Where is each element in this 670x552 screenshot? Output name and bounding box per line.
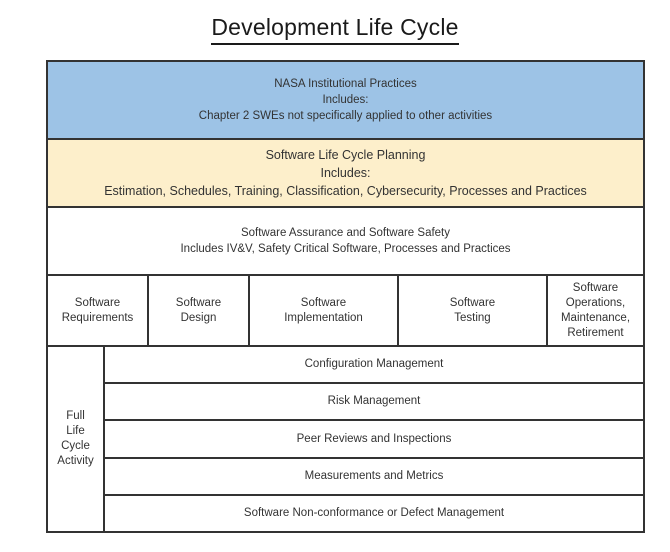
phase-software-requirements: Software Requirements [48,276,149,345]
full-life-cycle-activity-list: Configuration Management Risk Management… [105,347,643,531]
phase-software-operations-maintenance-retirement: Software Operations, Maintenance, Retire… [560,281,631,339]
band-software-assurance-and-software-safety-text: Software Assurance and Software Safety I… [180,227,511,255]
life-cycle-phase-row: Software Requirements Software Design So… [48,276,643,347]
band-nasa-institutional-practices: NASA Institutional Practices Includes: C… [48,62,643,140]
activity-configuration-management: Configuration Management [105,347,643,385]
page-title: Development Life Cycle [211,14,459,45]
band-software-life-cycle-planning: Software Life Cycle Planning Includes: E… [48,140,643,208]
phase-software-design: Software Design [149,276,250,345]
activity-software-non-conformance-or-defect-management: Software Non-conformance or Defect Manag… [243,506,505,519]
activity-risk-management: Risk Management [105,384,643,422]
band-software-life-cycle-planning-text: Software Life Cycle Planning Includes: E… [104,148,587,198]
full-life-cycle-section: Full Life Cycle Activity Configuration M… [48,347,643,531]
page-title-container: Development Life Cycle [0,14,670,45]
band-nasa-institutional-practices-text: NASA Institutional Practices Includes: C… [198,78,493,122]
activity-peer-reviews-and-inspections: Peer Reviews and Inspections [105,421,643,459]
band-software-assurance-and-software-safety: Software Assurance and Software Safety I… [48,208,643,276]
life-cycle-diagram: NASA Institutional Practices Includes: C… [46,60,645,533]
full-life-cycle-activity-label: Full Life Cycle Activity [48,347,105,531]
phase-software-implementation: Software Implementation [250,276,399,345]
activity-measurements-and-metrics: Measurements and Metrics [105,459,643,496]
phase-software-testing: Software Testing [399,276,548,345]
